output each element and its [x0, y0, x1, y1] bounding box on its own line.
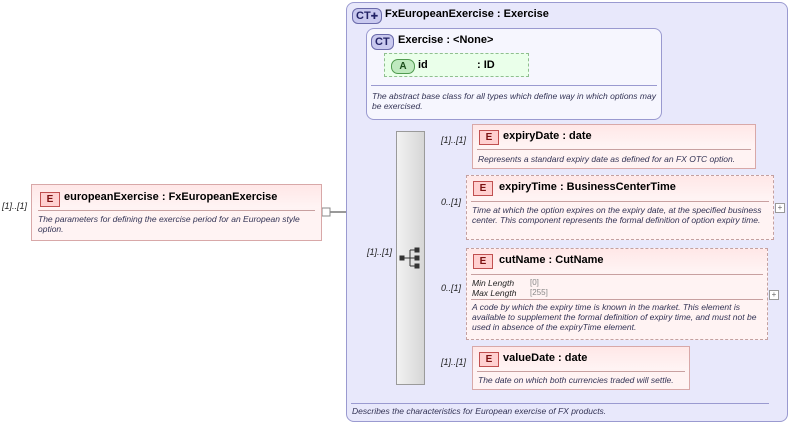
root-cardinality: [1]..[1]	[2, 201, 28, 211]
complex-type-doc: Describes the characteristics for Europe…	[352, 406, 607, 416]
cut-name-doc: A code by which the expiry time is known…	[472, 302, 757, 332]
expiry-time-doc: Time at which the option expires on the …	[472, 205, 762, 225]
expiry-date-doc: Represents a standard expiry date as def…	[478, 154, 736, 164]
root-element-type: : FxEuropeanExercise	[161, 191, 278, 203]
sequence-compositor[interactable]	[396, 131, 425, 385]
cut-name-cardinality: 0..[1]	[441, 283, 462, 293]
value-date-element-box[interactable]: E valueDate : date The date on which bot…	[472, 346, 690, 390]
facet-min-length-label: Min Length	[472, 278, 515, 288]
expiry-time-cardinality: 0..[1]	[441, 197, 462, 207]
root-element-doc: The parameters for defining the exercise…	[38, 214, 300, 234]
base-type-doc: The abstract base class for all types wh…	[372, 91, 656, 111]
attribute-name: id	[418, 59, 428, 71]
facet-max-length-label: Max Length	[472, 288, 517, 298]
element-badge-icon: E	[40, 192, 60, 207]
attribute-id-box[interactable]: A id : ID	[384, 53, 529, 77]
value-date-cardinality: [1]..[1]	[441, 357, 467, 367]
facet-min-length-value: [0]	[530, 278, 539, 287]
value-date-type: : date	[558, 352, 588, 364]
complex-type-base: : Exercise	[496, 8, 549, 20]
facet-max-length-value: [255]	[530, 288, 548, 297]
collapse-toggle	[321, 207, 331, 217]
sequence-cardinality: [1]..[1]	[367, 247, 393, 257]
attribute-type: : ID	[477, 59, 495, 71]
expiry-time-name: expiryTime	[499, 181, 557, 193]
expiry-time-type: : BusinessCenterTime	[559, 181, 676, 193]
expiry-date-type: : date	[562, 130, 592, 142]
expiry-time-element-box[interactable]: E expiryTime : BusinessCenterTime Time a…	[466, 175, 774, 240]
base-type-name: Exercise	[398, 34, 444, 46]
sequence-icon	[399, 247, 420, 269]
root-element-box[interactable]: E europeanExercise : FxEuropeanExercise …	[31, 184, 322, 241]
value-date-doc: The date on which both currencies traded…	[478, 375, 674, 385]
expand-icon[interactable]: +	[769, 290, 779, 300]
base-type-base: : <None>	[446, 34, 494, 46]
cut-name-type: : CutName	[548, 254, 604, 266]
cut-name-name: cutName	[499, 254, 546, 266]
expiry-date-element-box[interactable]: E expiryDate : date Represents a standar…	[472, 124, 756, 169]
root-element-name: europeanExercise	[64, 191, 159, 203]
element-badge-icon: E	[479, 352, 499, 367]
value-date-name: valueDate	[503, 352, 555, 364]
expiry-date-cardinality: [1]..[1]	[441, 135, 467, 145]
element-badge-icon: E	[479, 130, 499, 145]
cut-name-element-box[interactable]: E cutName : CutName Min Length [0] Max L…	[466, 248, 768, 340]
base-type-icon: CT	[371, 34, 394, 50]
element-badge-icon: E	[473, 181, 493, 196]
expand-icon[interactable]: +	[775, 203, 785, 213]
complex-type-icon: CT✚	[352, 8, 383, 24]
complex-type-name: FxEuropeanExercise	[385, 8, 494, 20]
attribute-badge-icon: A	[391, 59, 415, 74]
expiry-date-name: expiryDate	[503, 130, 560, 142]
element-badge-icon: E	[473, 254, 493, 269]
